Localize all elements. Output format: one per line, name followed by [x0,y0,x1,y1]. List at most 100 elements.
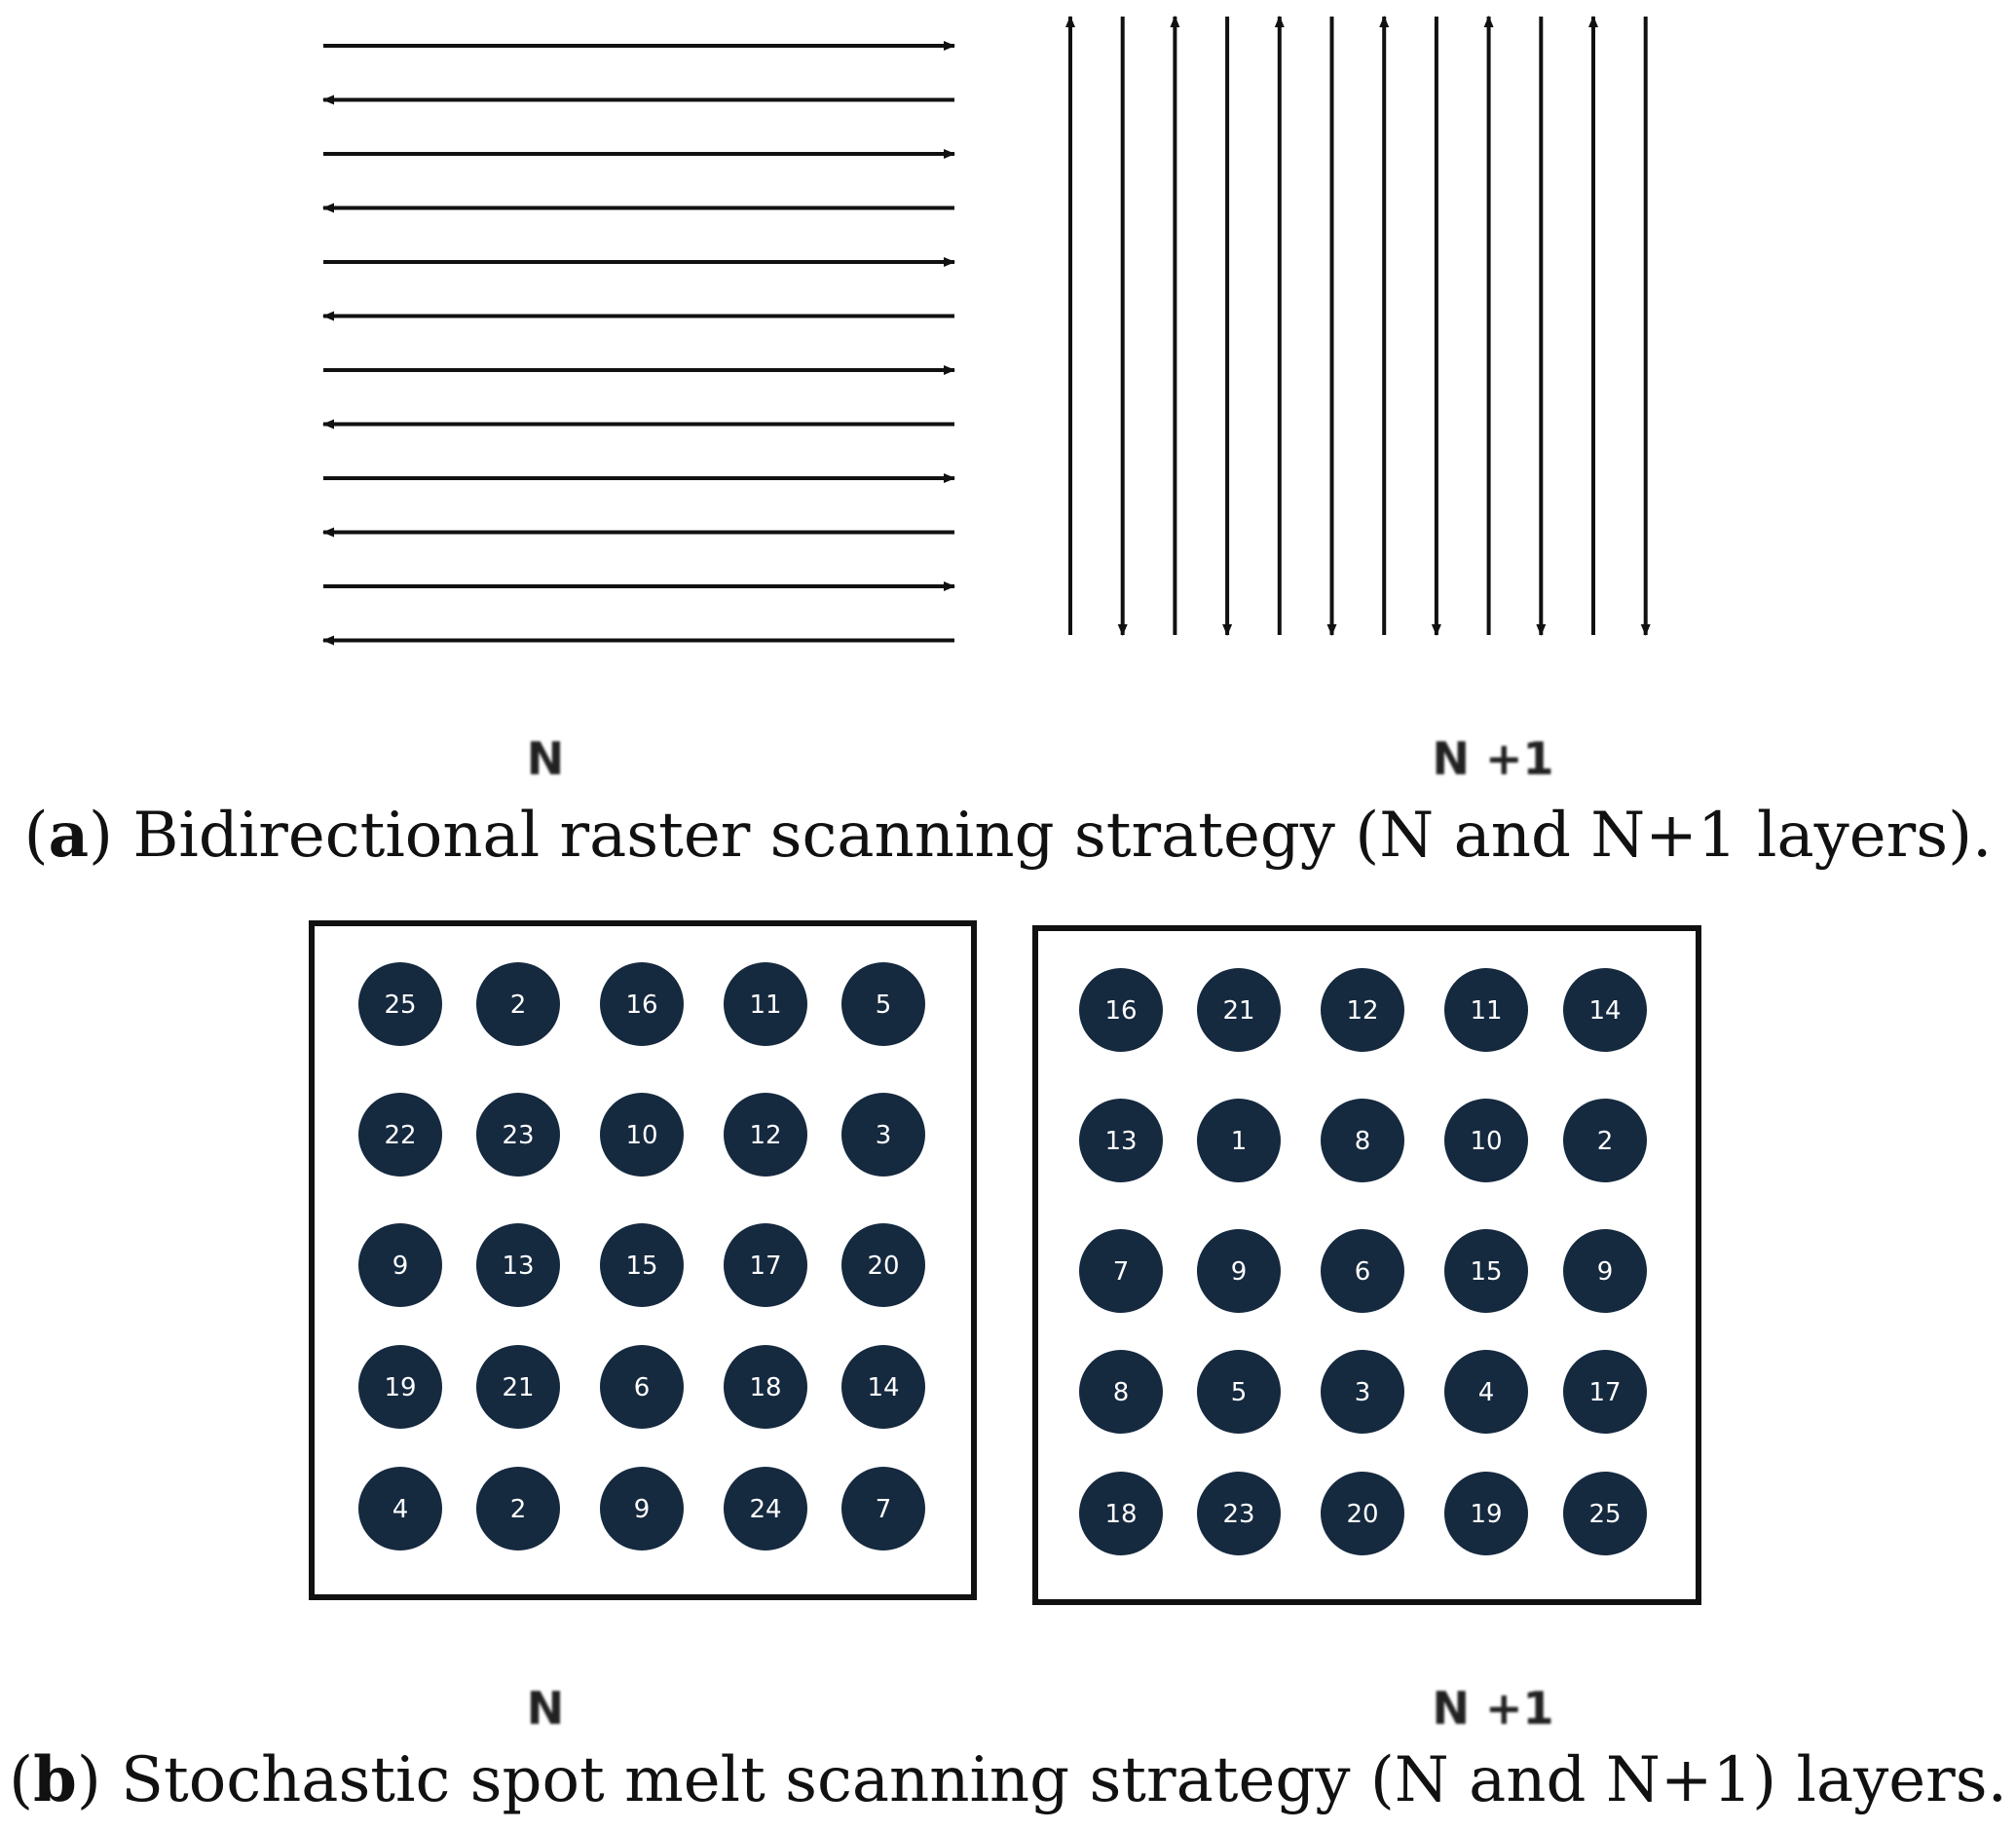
melt-spot-order-label: 10 [1470,1127,1502,1156]
melt-spot [1444,1350,1528,1434]
melt-spot [358,962,442,1046]
melt-spot-order-label: 5 [876,990,892,1020]
melt-spot-order-label: 22 [384,1121,416,1150]
melt-spot [1197,1229,1281,1313]
melt-spot-order-label: 3 [876,1121,892,1150]
melt-spot-order-label: 12 [1346,996,1378,1026]
melt-spot-order-label: 7 [1113,1257,1130,1287]
melt-spot-order-label: 2 [510,990,527,1020]
melt-spot-order-label: 20 [867,1252,899,1281]
melt-spot [724,1093,807,1177]
melt-spot-order-label: 4 [1478,1378,1495,1407]
melt-spot [724,962,807,1046]
melt-spot [358,1223,442,1307]
melt-spot [1197,968,1281,1052]
panel-b-caption: (b) Stochastic spot melt scanning strate… [9,1743,2007,1816]
melt-spot-order-label: 19 [384,1373,416,1402]
melt-spot-order-label: 11 [749,990,781,1020]
melt-spot-order-label: 1 [1231,1127,1248,1156]
melt-spot-order-label: 9 [1231,1257,1248,1287]
melt-spot-order-label: 9 [634,1495,651,1524]
panel-b-layer-n-label: N [526,1682,565,1735]
melt-spot [1197,1099,1281,1182]
melt-spot [476,962,560,1046]
melt-spot-order-label: 8 [1113,1378,1130,1407]
melt-spot [1444,1229,1528,1313]
melt-spot-order-label: 11 [1470,996,1502,1026]
melt-spot-order-label: 21 [1222,996,1254,1026]
melt-spot-order-label: 17 [1588,1378,1621,1407]
melt-spot [358,1345,442,1429]
melt-spot [1079,1472,1163,1555]
melt-spot-order-label: 17 [749,1252,781,1281]
melt-spot [600,1093,684,1177]
melt-spot-order-label: 10 [625,1121,657,1150]
melt-spot-order-label: 23 [1222,1500,1254,1529]
melt-spot [1563,1099,1647,1182]
melt-spot [476,1223,560,1307]
melt-spot-order-label: 8 [1355,1127,1371,1156]
melt-spot-order-label: 15 [625,1252,657,1281]
melt-spot-order-label: 13 [502,1252,534,1281]
melt-spot-order-label: 12 [749,1121,781,1150]
melt-spot [600,1467,684,1551]
melt-spot [1563,1472,1647,1555]
melt-spot [1321,1099,1404,1182]
melt-spot [1563,1350,1647,1434]
melt-spot-order-label: 6 [634,1373,651,1402]
melt-spot [724,1345,807,1429]
melt-spot-order-label: 9 [392,1252,409,1281]
melt-spot-order-label: 19 [1470,1500,1502,1529]
melt-spot [1197,1472,1281,1555]
melt-spot [600,1345,684,1429]
melt-spot-order-label: 16 [625,990,657,1020]
melt-spot-order-label: 21 [502,1373,534,1402]
melt-spot-order-label: 16 [1104,996,1137,1026]
melt-spot-order-label: 25 [1588,1500,1621,1529]
melt-spot [358,1467,442,1551]
panel-b-caption-text: Stochastic spot melt scanning strategy (… [100,1744,2007,1816]
spot-layer-n-box [309,920,977,1600]
melt-spot [1444,1099,1528,1182]
melt-spot [1444,1472,1528,1555]
melt-spot [841,1345,925,1429]
melt-spot [476,1345,560,1429]
melt-spot-order-label: 24 [749,1495,781,1524]
panel-a-caption-letter: a [48,799,90,872]
panel-a-layer-n-label: N [526,732,565,785]
melt-spot [841,1467,925,1551]
melt-spot [841,1223,925,1307]
panel-a-caption-text: Bidirectional raster scanning strategy (… [113,800,1993,872]
melt-spot [1563,1229,1647,1313]
melt-spot [1079,1099,1163,1182]
melt-spot-order-label: 4 [392,1495,409,1524]
melt-spot [1321,1472,1404,1555]
melt-spot-order-label: 14 [1588,996,1621,1026]
raster-vertical-scan-group [1065,16,1651,636]
melt-spot-order-label: 15 [1470,1257,1502,1287]
melt-spot [724,1467,807,1551]
melt-spot-order-label: 2 [510,1495,527,1524]
melt-spot [1563,968,1647,1052]
melt-spot-order-label: 14 [867,1373,899,1402]
melt-spot [1321,1350,1404,1434]
melt-spot-order-label: 6 [1355,1257,1371,1287]
melt-spot-order-label: 5 [1231,1378,1248,1407]
melt-spot [1079,1229,1163,1313]
melt-spot [476,1093,560,1177]
panel-a-layer-n1-label: N +1 [1432,732,1554,785]
melt-spot-order-label: 2 [1597,1127,1614,1156]
melt-spot [358,1093,442,1177]
panel-b-layer-n1-label: N +1 [1432,1682,1554,1735]
melt-spot [841,962,925,1046]
melt-spot-order-label: 18 [1104,1500,1137,1529]
spot-layer-n1-box [1032,925,1701,1605]
melt-spot [1197,1350,1281,1434]
melt-spot [724,1223,807,1307]
raster-horizontal-scan-group [322,41,955,646]
melt-spot-order-label: 23 [502,1121,534,1150]
melt-spot-order-label: 7 [876,1495,892,1524]
melt-spot-order-label: 20 [1346,1500,1378,1529]
